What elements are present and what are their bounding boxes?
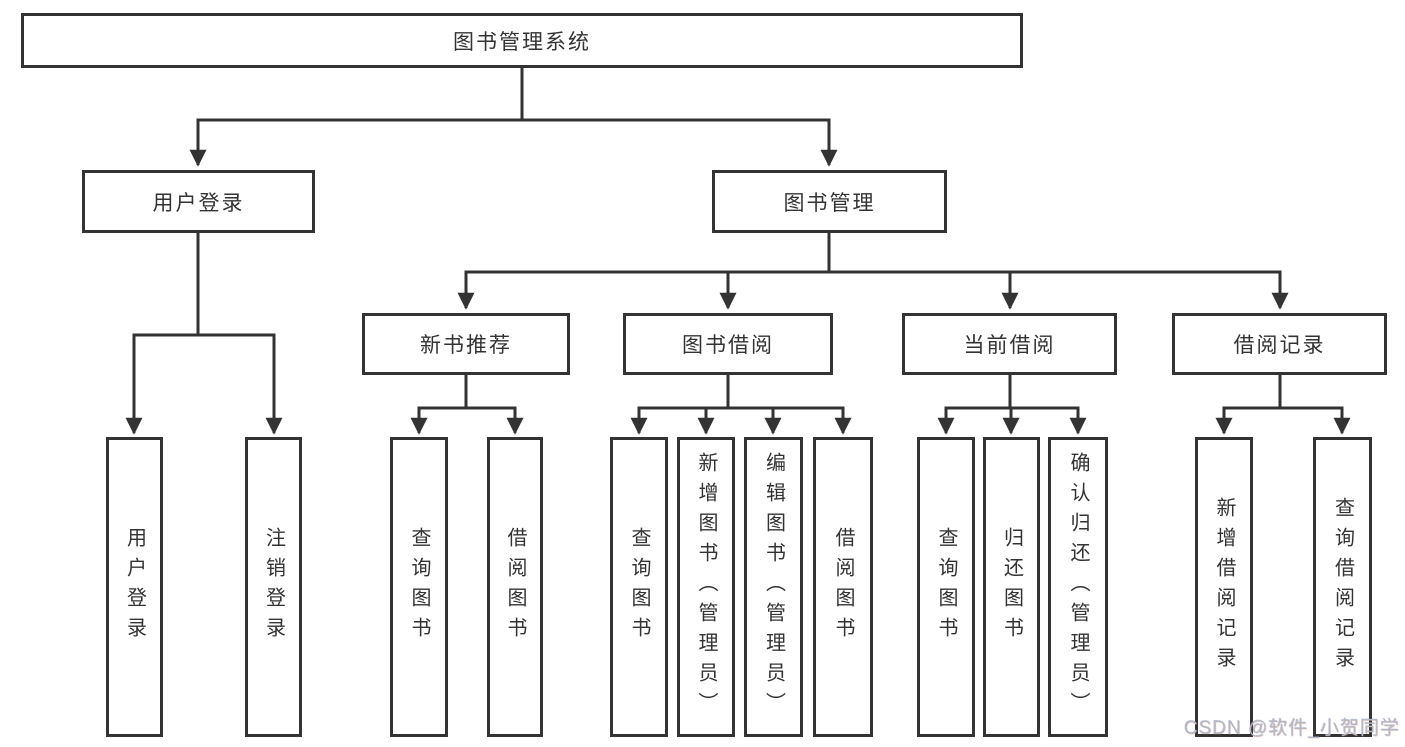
node-br-add-record: 新增借阅记录 <box>1195 437 1253 737</box>
node-nb-query-book-label: 查询图书 <box>408 527 430 647</box>
edge-new-book-rec-children <box>410 375 524 435</box>
node-borrow-records: 借阅记录 <box>1172 313 1387 375</box>
node-new-book-rec-label: 新书推荐 <box>420 334 512 357</box>
node-br-query-record: 查询借阅记录 <box>1313 437 1372 737</box>
node-nb-query-book: 查询图书 <box>390 437 448 737</box>
edge-user-login-children <box>125 233 283 435</box>
node-bb-add-book-label: 新增图书（管理员） <box>695 452 717 722</box>
node-leaf-user-login: 用户登录 <box>106 437 163 737</box>
node-bb-edit-book: 编辑图书（管理员） <box>744 437 803 737</box>
node-nb-borrow-book-label: 借阅图书 <box>504 527 526 647</box>
node-cb-return-book-label: 归还图书 <box>1000 527 1023 647</box>
node-current-borrow-label: 当前借阅 <box>963 334 1056 357</box>
node-root: 图书管理系统 <box>21 13 1023 68</box>
edge-root-to-level2 <box>189 68 838 167</box>
node-cb-confirm-return-label: 确认归还（管理员） <box>1067 452 1089 722</box>
node-leaf-user-login-label: 用户登录 <box>123 527 146 647</box>
node-cb-query-book-label: 查询图书 <box>935 527 957 647</box>
node-cb-query-book: 查询图书 <box>917 437 975 737</box>
node-bb-add-book: 新增图书（管理员） <box>677 437 735 737</box>
edge-current-borrow-children <box>937 375 1087 435</box>
node-cb-confirm-return: 确认归还（管理员） <box>1048 437 1108 737</box>
node-book-mgmt: 图书管理 <box>712 170 947 233</box>
node-new-book-rec: 新书推荐 <box>362 313 570 375</box>
node-bb-edit-book-label: 编辑图书（管理员） <box>762 452 785 722</box>
watermark: CSDN @软件_小贺同学 <box>1184 718 1400 739</box>
node-book-borrow-label: 图书借阅 <box>682 334 774 357</box>
node-book-mgmt-label: 图书管理 <box>783 191 876 215</box>
node-leaf-logout-label: 注销登录 <box>262 527 285 647</box>
edge-book-mgmt-children <box>457 233 1289 310</box>
node-bb-borrow-book: 借阅图书 <box>813 437 873 737</box>
edge-book-borrow-children <box>630 375 852 435</box>
node-nb-borrow-book: 借阅图书 <box>487 437 543 737</box>
node-cb-return-book: 归还图书 <box>983 437 1040 737</box>
edge-borrow-records-children <box>1215 375 1351 435</box>
node-current-borrow: 当前借阅 <box>902 313 1117 375</box>
node-book-borrow: 图书借阅 <box>623 313 833 375</box>
node-borrow-records-label: 借阅记录 <box>1233 334 1326 357</box>
node-br-add-record-label: 新增借阅记录 <box>1213 497 1235 677</box>
node-bb-query-book: 查询图书 <box>610 437 668 737</box>
node-bb-borrow-book-label: 借阅图书 <box>832 527 854 647</box>
node-user-login: 用户登录 <box>82 170 315 233</box>
node-leaf-logout: 注销登录 <box>245 437 302 737</box>
node-root-label: 图书管理系统 <box>453 30 591 54</box>
node-br-query-record-label: 查询借阅记录 <box>1331 497 1354 677</box>
node-bb-query-book-label: 查询图书 <box>628 527 650 647</box>
node-user-login-label: 用户登录 <box>152 191 245 215</box>
